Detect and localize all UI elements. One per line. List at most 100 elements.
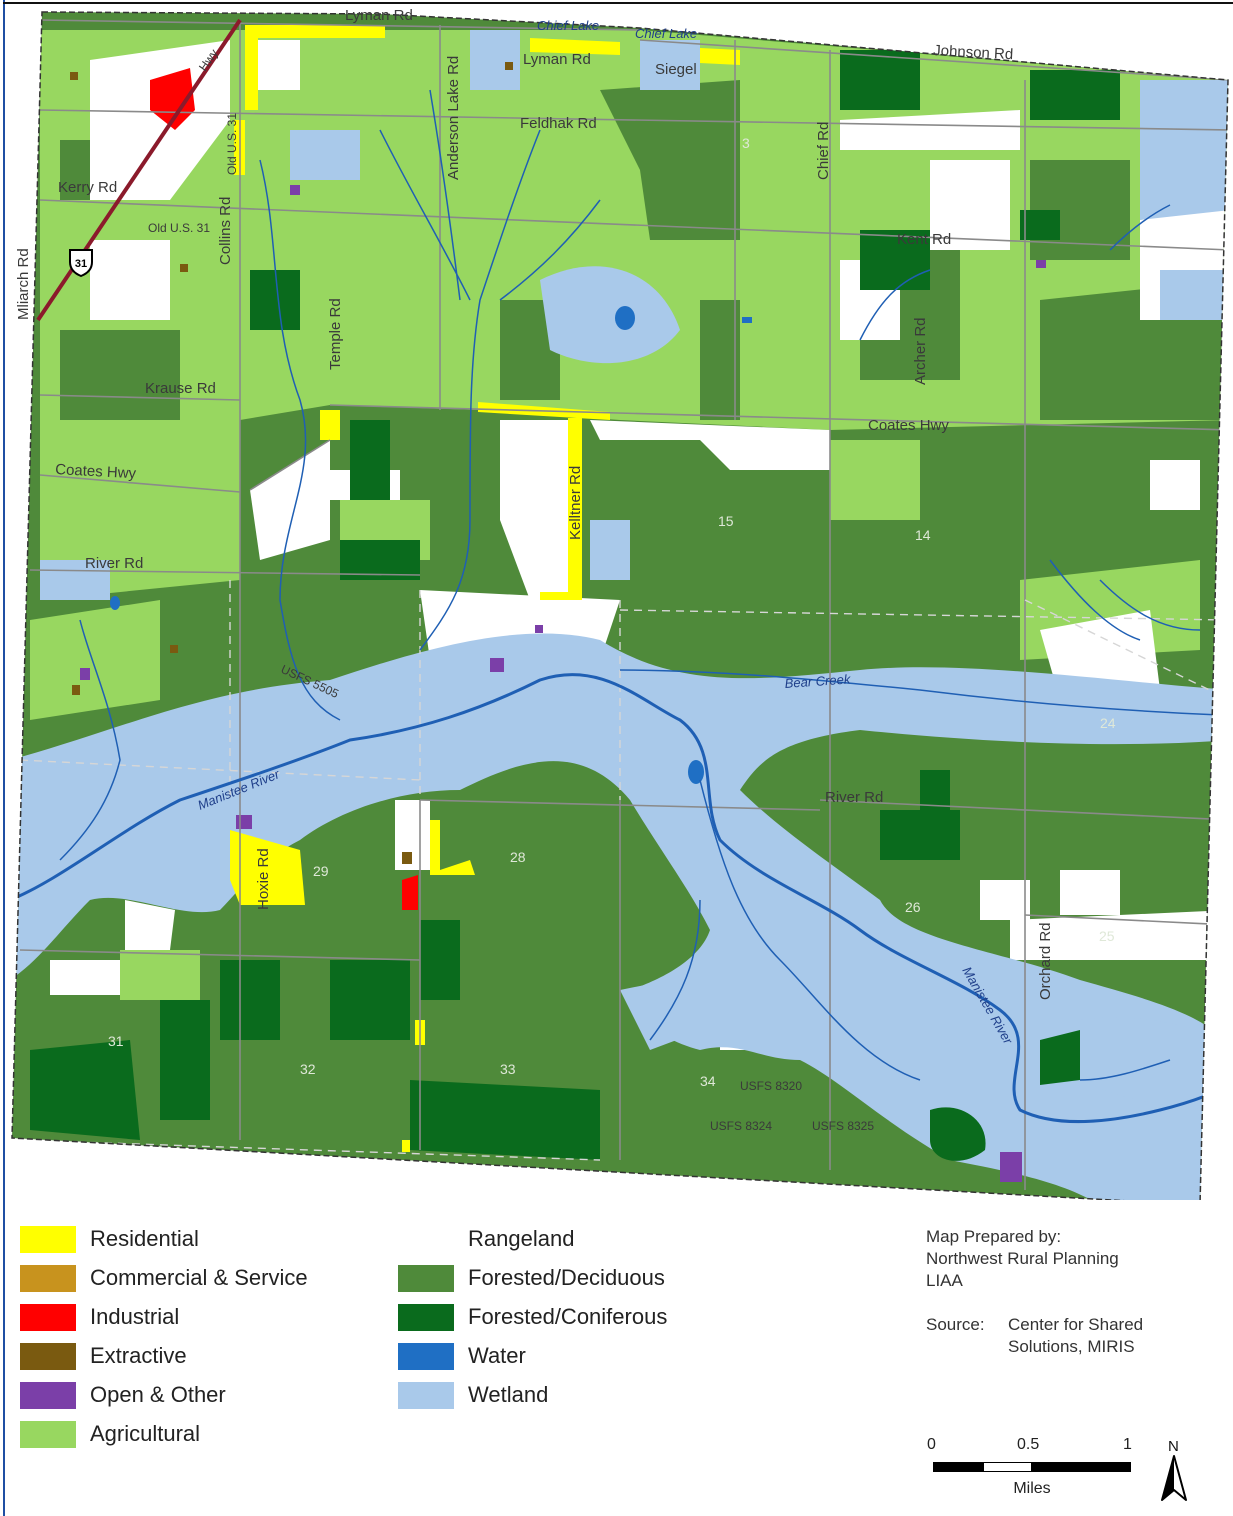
legend-open-other-swatch bbox=[20, 1381, 76, 1409]
label-archer-rd: Archer Rd bbox=[912, 317, 929, 385]
lake-4 bbox=[742, 317, 752, 323]
deciduous-north-5 bbox=[60, 330, 180, 420]
label-chief-rd: Chief Rd bbox=[815, 122, 832, 180]
section-33: 33 bbox=[500, 1061, 516, 1077]
wetland-north-4 bbox=[540, 266, 680, 364]
rangeland-3 bbox=[250, 40, 300, 90]
road-network bbox=[19, 19, 1228, 1190]
coniferous-8 bbox=[880, 810, 960, 860]
legend-extractive: Extractive bbox=[20, 1341, 187, 1371]
label-kerry-rd: Kerry Rd bbox=[58, 179, 117, 196]
road-coates bbox=[39, 474, 241, 493]
road-mid-s bbox=[819, 799, 1228, 821]
coniferous-2 bbox=[1030, 70, 1120, 120]
legend-rangeland-swatch bbox=[398, 1225, 454, 1253]
rangeland-17 bbox=[395, 800, 430, 870]
scale-segment-3 bbox=[1031, 1462, 1131, 1472]
legend-water: Water bbox=[398, 1341, 526, 1371]
rangeland-18 bbox=[125, 900, 175, 950]
map-outline bbox=[11, 11, 1229, 1200]
coniferous-12 bbox=[410, 1080, 600, 1160]
rangeland-10 bbox=[250, 440, 330, 560]
section-24: 24 bbox=[1100, 715, 1116, 731]
scale-tick-1: 1 bbox=[1123, 1436, 1132, 1453]
open-other-7 bbox=[80, 668, 90, 680]
creek-bear bbox=[619, 669, 1221, 716]
creek-east-3 bbox=[859, 269, 931, 341]
wetland-center bbox=[590, 520, 630, 580]
creek-north-branch-4 bbox=[259, 159, 341, 721]
credit-source-text: Center for Shared Solutions, MIRIS bbox=[1008, 1314, 1143, 1358]
open-other-5 bbox=[1036, 260, 1046, 268]
top-border bbox=[3, 2, 1233, 4]
section-line-2 bbox=[619, 609, 1228, 621]
wetland-north-5 bbox=[1140, 80, 1228, 220]
deciduous-north-7 bbox=[700, 300, 740, 420]
wetland-river-valley bbox=[12, 633, 1228, 1200]
coniferous-13 bbox=[30, 1040, 140, 1140]
label-chief-lake-2: Chief Lake bbox=[635, 26, 697, 41]
coniferous-4 bbox=[350, 420, 390, 500]
agricultural-west-lower bbox=[30, 600, 160, 720]
section-26: 26 bbox=[905, 899, 921, 915]
legend-open-other: Open & Other bbox=[20, 1380, 226, 1410]
coniferous-1 bbox=[840, 50, 920, 110]
road-lyman bbox=[39, 19, 641, 31]
rangeland-2 bbox=[90, 240, 170, 320]
section-line-1 bbox=[19, 759, 421, 781]
section-line-6 bbox=[1024, 599, 1228, 701]
rangeland-12 bbox=[1150, 460, 1200, 510]
legend-water-label: Water bbox=[468, 1343, 526, 1368]
scale-tick-half: 0.5 bbox=[1017, 1436, 1040, 1453]
creek-north-branch-1 bbox=[429, 89, 461, 301]
legend-extractive-label: Extractive bbox=[90, 1343, 187, 1368]
wetland-north-3 bbox=[290, 130, 360, 180]
label-coates-hwy-east: Coates Hwy bbox=[868, 417, 949, 434]
legend-residential-label: Residential bbox=[90, 1226, 199, 1251]
road-labels: Lyman Rd Chief Lake Chief Lake Lyman Rd … bbox=[15, 7, 1054, 1133]
road-e-lower bbox=[1024, 914, 1228, 926]
label-temple-rd: Temple Rd bbox=[327, 298, 344, 370]
coniferous-16 bbox=[1040, 1030, 1080, 1085]
rangeland-15 bbox=[1060, 870, 1120, 915]
label-usfs-8320: USFS 8320 bbox=[740, 1079, 802, 1093]
label-chief-lake-1: Chief Lake bbox=[537, 18, 599, 33]
open-other-1 bbox=[290, 185, 300, 195]
rangeland-5 bbox=[930, 160, 1010, 250]
open-other-4 bbox=[236, 815, 252, 829]
coniferous-10 bbox=[330, 960, 410, 1040]
residential-bassett bbox=[320, 410, 340, 440]
legend-residential-swatch bbox=[20, 1225, 76, 1253]
wetland-north-6 bbox=[1160, 270, 1228, 320]
label-old-us31-vertical: Old U.S. 31 bbox=[225, 113, 239, 175]
wetland-north-2 bbox=[640, 40, 700, 90]
residential-small-2 bbox=[402, 1140, 410, 1152]
legend-industrial-swatch bbox=[20, 1303, 76, 1331]
section-25: 25 bbox=[1099, 928, 1115, 944]
extractive-2 bbox=[180, 264, 188, 272]
section-14: 14 bbox=[915, 527, 931, 543]
road-feldhak bbox=[39, 109, 1228, 131]
road-28 bbox=[419, 799, 821, 811]
rangeland-14 bbox=[980, 880, 1030, 920]
legend-extractive-swatch bbox=[20, 1342, 76, 1370]
legend-commercial-swatch bbox=[20, 1264, 76, 1292]
land-use-map: 31 Lyman Rd Chief Lake Chief Lake Lyman … bbox=[11, 7, 1229, 1200]
agricultural-sw bbox=[120, 950, 200, 1000]
creek-east-4 bbox=[1109, 204, 1171, 251]
coniferous-11 bbox=[420, 920, 460, 1000]
coniferous-17 bbox=[1020, 210, 1060, 240]
label-lyman-rd-south: Lyman Rd bbox=[523, 51, 591, 68]
rangeland-9 bbox=[590, 420, 830, 470]
creek-east-2 bbox=[1099, 579, 1201, 631]
left-border bbox=[3, 0, 5, 1516]
extractive-3 bbox=[505, 62, 513, 70]
extractive-6 bbox=[72, 685, 80, 695]
road-coates-e bbox=[329, 404, 1228, 431]
legend-industrial: Industrial bbox=[20, 1302, 179, 1332]
open-other-2 bbox=[490, 658, 504, 672]
agricultural-northwest bbox=[40, 420, 240, 600]
map-credit: Map Prepared by: Northwest Rural Plannin… bbox=[926, 1226, 1226, 1358]
rangeland-19 bbox=[50, 960, 120, 995]
legend-residential: Residential bbox=[20, 1224, 199, 1254]
